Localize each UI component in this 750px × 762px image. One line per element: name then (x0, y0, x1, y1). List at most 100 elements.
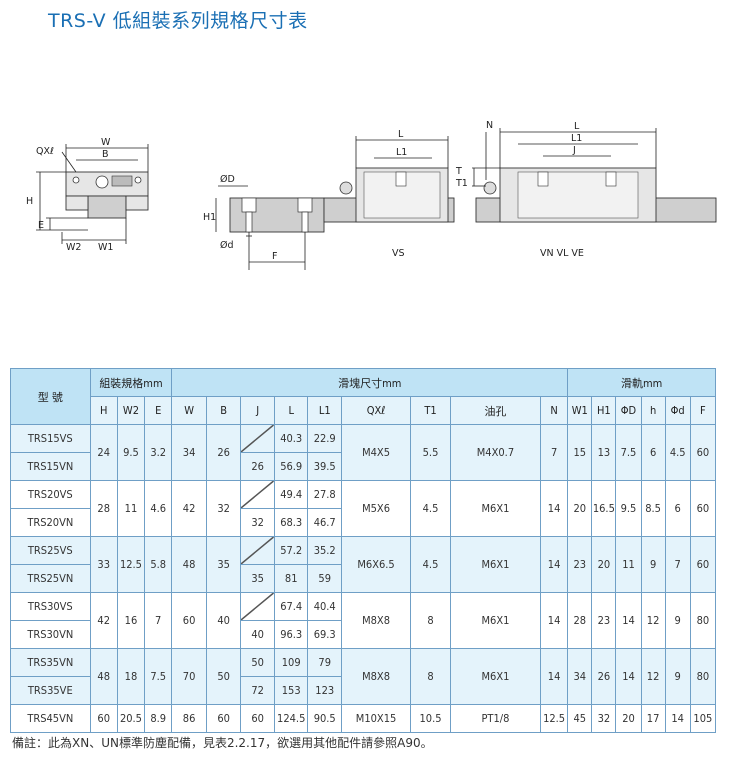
header-d: Φd (664, 396, 691, 425)
cell-n: 14 (539, 648, 569, 705)
cell-j-empty (240, 480, 275, 509)
cell-l: 153 (273, 676, 309, 705)
cell-w1: 28 (567, 592, 593, 649)
header-row-sub: H W2 E W B J L L1 QXℓ T1 油孔 N W1 H1 ΦD h… (11, 396, 717, 425)
header-t1: T1 (410, 396, 451, 425)
label-h1: H1 (203, 212, 216, 223)
cell-f: 80 (689, 592, 717, 649)
cell-w: 48 (171, 536, 207, 593)
cell-b: 40 (205, 592, 242, 649)
cell-oil-hole: M4X0.7 (449, 424, 541, 481)
header-w2: W2 (116, 396, 146, 425)
header-l: L (273, 396, 309, 425)
cell-h: 24 (89, 424, 118, 481)
cell-w: 86 (171, 704, 207, 733)
cell-n: 7 (539, 424, 569, 481)
label-j: J (572, 145, 576, 156)
cell-d: 14 (664, 704, 691, 733)
label-e: E (38, 220, 44, 231)
cell-od: 20 (615, 704, 642, 733)
header-b: B (205, 396, 242, 425)
cell-h: 60 (89, 704, 118, 733)
cell-l1: 69.3 (307, 620, 342, 649)
cell-t1: 8 (410, 648, 451, 705)
model-cell: TRS35VN (10, 648, 91, 677)
cell-w1: 34 (567, 648, 593, 705)
cell-h-small: 8.5 (640, 480, 666, 537)
cell-j-empty (240, 424, 275, 453)
label-n: N (486, 120, 493, 131)
label-vs-l: L (398, 129, 404, 140)
header-assembly: 組裝規格mm (89, 368, 173, 397)
cell-l: 57.2 (273, 536, 309, 565)
cell-w2: 20.5 (116, 704, 146, 733)
cell-j: 26 (240, 452, 275, 481)
cell-h: 42 (89, 592, 118, 649)
cell-b: 26 (205, 424, 242, 481)
cell-l1: 27.8 (307, 480, 342, 509)
cell-qx: M4X5 (340, 424, 412, 481)
cell-h-small: 6 (640, 424, 666, 481)
cell-n: 14 (539, 536, 569, 593)
cell-t1: 4.5 (410, 536, 451, 593)
cell-h1: 26 (591, 648, 617, 705)
cell-e: 7.5 (144, 648, 173, 705)
cell-l1: 79 (307, 648, 342, 677)
cell-od: 14 (615, 648, 642, 705)
label-d: Ød (220, 240, 234, 251)
label-qx: QXℓ (36, 146, 54, 157)
label-od: ØD (220, 174, 235, 185)
cell-l1: 22.9 (307, 424, 342, 453)
cell-l: 40.3 (273, 424, 309, 453)
label-w2: W2 (66, 242, 81, 253)
cell-w2: 18 (116, 648, 146, 705)
cell-oil-hole: PT1/8 (449, 704, 541, 733)
model-cell: TRS20VS (10, 480, 91, 509)
cell-t1: 8 (410, 592, 451, 649)
view-vs-label: VS (392, 248, 405, 259)
cell-f: 60 (689, 480, 717, 537)
header-n: N (539, 396, 569, 425)
cell-h: 48 (89, 648, 118, 705)
cell-n: 12.5 (539, 704, 569, 733)
header-qx: QXℓ (340, 396, 412, 425)
cell-oil-hole: M6X1 (449, 536, 541, 593)
cell-t1: 5.5 (410, 424, 451, 481)
dimension-drawing-svg: W B QXℓ H E W2 W1 ØD (26, 120, 717, 270)
header-row-top: 型 號 組裝規格mm 滑塊尺寸mm 滑軌mm (10, 368, 716, 425)
cell-w2: 9.5 (116, 424, 146, 481)
label-b: B (102, 149, 109, 160)
header-h: H (89, 396, 118, 425)
model-cell: TRS25VS (10, 536, 91, 565)
cell-w1: 15 (567, 424, 593, 481)
cell-od: 7.5 (615, 424, 642, 481)
cell-h1: 20 (591, 536, 617, 593)
cell-w1: 20 (567, 480, 593, 537)
cell-j: 32 (240, 508, 275, 537)
label-vs-l1: L1 (396, 147, 407, 158)
cell-j-empty (240, 536, 275, 565)
cell-oil-hole: M6X1 (449, 592, 541, 649)
cell-l1: 40.4 (307, 592, 342, 621)
model-cell: TRS20VN (10, 508, 91, 537)
cell-b: 35 (205, 536, 242, 593)
cell-w2: 16 (116, 592, 146, 649)
cell-j: 72 (240, 676, 275, 705)
header-block: 滑塊尺寸mm (171, 368, 569, 397)
cell-e: 3.2 (144, 424, 173, 481)
label-t1: T1 (455, 178, 468, 189)
cell-d: 9 (664, 592, 691, 649)
model-cell: TRS15VN (10, 452, 91, 481)
cell-h-small: 9 (640, 536, 666, 593)
cell-w2: 11 (116, 480, 146, 537)
cell-b: 32 (205, 480, 242, 537)
header-rail: 滑軌mm (567, 368, 716, 397)
label-w: W (101, 137, 111, 148)
cell-d: 6 (664, 480, 691, 537)
cell-l: 81 (273, 564, 309, 593)
